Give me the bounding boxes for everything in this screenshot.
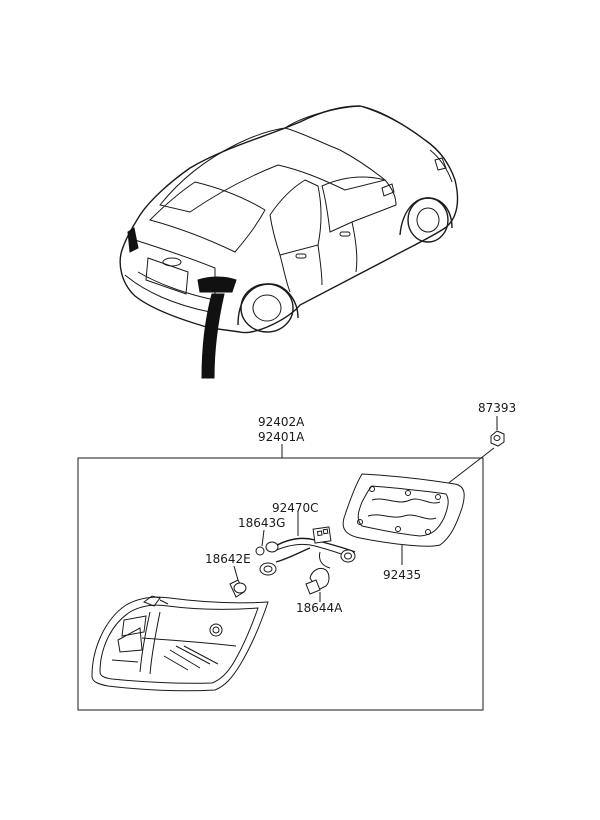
label-socket: 18643G	[238, 516, 285, 530]
label-assembly-rh: 92402A	[258, 415, 305, 429]
label-wiring-harness: 92470C	[272, 501, 319, 515]
car-illustration	[119, 105, 459, 379]
socket-part	[255, 529, 265, 556]
nut-part	[445, 416, 505, 486]
gasket-part	[342, 473, 465, 565]
label-bulb-small: 18642E	[205, 552, 251, 566]
label-nut: 87393	[478, 401, 516, 415]
wiring-harness-part	[259, 512, 356, 576]
bulb-small-part	[229, 565, 247, 598]
label-bulb-large: 18644A	[296, 601, 343, 615]
tail-lamp-assembly	[91, 595, 269, 692]
label-assembly-lh: 92401A	[258, 430, 305, 444]
label-gasket: 92435	[383, 568, 421, 582]
bulb-large-part	[305, 567, 330, 596]
assembly-frame	[77, 457, 484, 711]
